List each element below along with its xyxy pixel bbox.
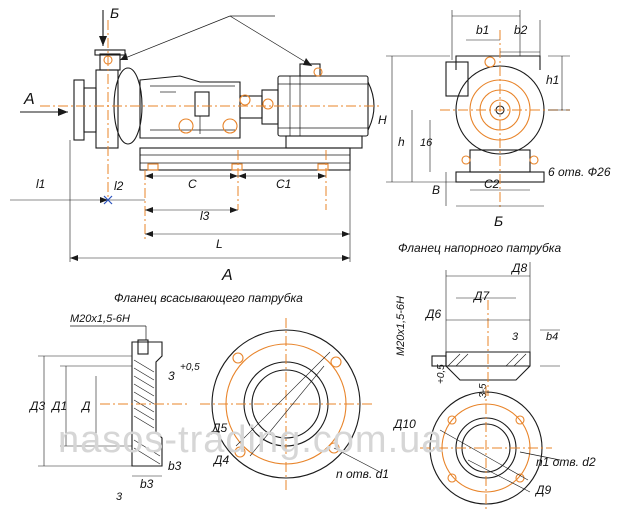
discharge-flange-title: Фланец напорного патрубка: [398, 241, 561, 255]
dim-d3: Д3: [28, 399, 45, 413]
dim-d4: Д4: [212, 453, 229, 467]
dim-b-front: B: [432, 183, 440, 197]
dim-3-suction: 3: [168, 369, 175, 383]
front-view: b1 b2 h1 H h 16 B C2 6 отв. Ф26 Б: [378, 10, 611, 229]
suction-flange-section: Фланец всасывающего патрубка M20x1,5-6H …: [28, 291, 389, 503]
bearing-cap: [194, 91, 210, 117]
dim-c2: C2: [484, 177, 500, 191]
dim-tolerance-discharge: +0,5: [436, 364, 447, 384]
dim-c: C: [188, 177, 197, 191]
dim-c1: C1: [276, 177, 291, 191]
dim-l1: l1: [36, 177, 45, 191]
dim-3-discharge: 3: [512, 331, 519, 343]
dim-b3-right: b3: [168, 459, 182, 473]
suction-flange-side: [73, 79, 85, 141]
dim-b4: b4: [546, 331, 558, 343]
discharge-flange-section: Фланец напорного патрубка M20x1,5-6H Д8 …: [392, 241, 596, 510]
terminal-box: [299, 63, 321, 77]
dim-l2: l2: [114, 179, 124, 193]
bearing-housing: [139, 75, 241, 139]
bolt-2: [222, 118, 238, 134]
dim-d7: Д7: [472, 289, 490, 303]
dim-h1: h1: [546, 73, 559, 87]
side-view: A Б l1 l2 C C1 l3 L: [10, 5, 380, 284]
label-b-view: Б: [494, 213, 503, 229]
label-b-top: Б: [110, 5, 119, 21]
dim-l3: l3: [200, 209, 210, 223]
dim-16: 16: [420, 137, 433, 149]
suction-hole-note: n отв. d1: [336, 467, 389, 481]
discharge-thread: M20x1,5-6H: [395, 296, 407, 356]
dim-d1: Д1: [50, 399, 67, 413]
watermark: nasos-trading.com.ua: [58, 419, 443, 461]
dim-tolerance-suction: +0,5: [180, 362, 200, 373]
discharge-nozzle: [99, 53, 121, 71]
dim-3-5: 3-5: [478, 383, 489, 398]
dim-b2: b2: [514, 23, 528, 37]
suction-flange-face: [211, 329, 361, 479]
dim-d: Д: [80, 399, 91, 413]
label-a: A: [23, 91, 35, 108]
discharge-hole-note: n1 отв. d2: [536, 455, 596, 469]
dim-d6: Д6: [424, 307, 441, 321]
motor-feet: [285, 135, 363, 149]
suction-flange-title: Фланец всасывающего патрубка: [114, 291, 303, 305]
coupling-guard: [239, 95, 263, 119]
dim-h: h: [398, 135, 405, 149]
base-frame: [139, 147, 351, 171]
bolt-1: [178, 118, 194, 134]
suction-flange-profile: [131, 341, 163, 467]
lifting-eye-motor: [313, 67, 323, 77]
label-a-bottom: A: [221, 267, 233, 284]
dim-l: L: [216, 237, 223, 251]
discharge-top: [455, 55, 541, 70]
dim-b3: b3: [140, 477, 154, 491]
dim-d5: Д5: [210, 421, 227, 435]
dim-h-upper: H: [378, 113, 387, 127]
dim-3-bottom: 3: [116, 491, 123, 503]
dim-b1: b1: [476, 23, 489, 37]
dim-d8: Д8: [510, 261, 527, 275]
pump-volute: [95, 69, 119, 149]
dim-d9: Д9: [534, 483, 551, 497]
dim-d10: Д10: [392, 417, 416, 431]
suction-thread: M20x1,5-6H: [70, 313, 130, 325]
dim-holes: 6 отв. Ф26: [548, 165, 611, 179]
